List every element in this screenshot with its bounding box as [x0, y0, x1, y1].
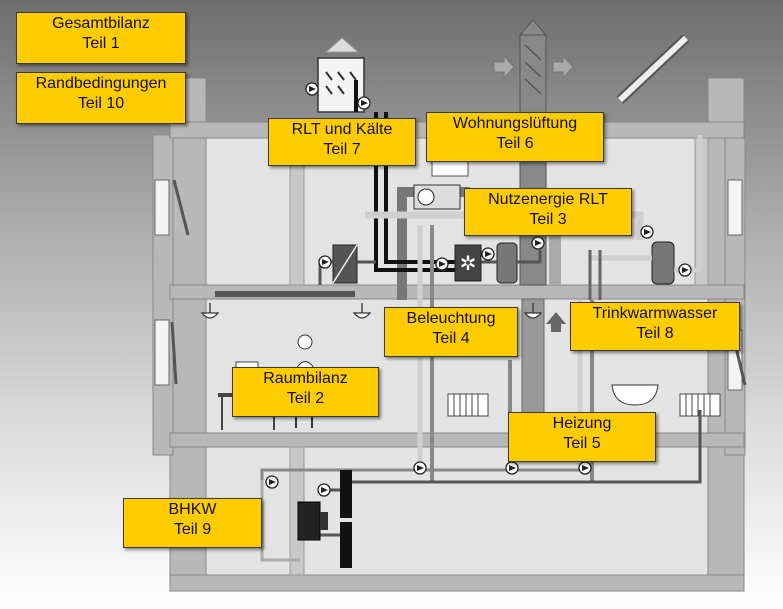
ground-floor-slab: [169, 432, 745, 448]
label-bhkw: BHKW Teil 9: [123, 498, 262, 548]
cooling-coil: [454, 244, 482, 282]
label-part: Teil 2: [286, 390, 325, 407]
heating-pipe: [481, 250, 542, 264]
label-heizung: Heizung Teil 5: [508, 412, 656, 462]
label-part: Teil 5: [563, 435, 601, 452]
sink: [611, 384, 659, 406]
airflow-arrow: [546, 312, 566, 332]
heating-coil-tank: [496, 242, 518, 284]
label-part: Teil 9: [173, 521, 212, 538]
snowflake-icon: ✲: [460, 251, 477, 275]
label-beleuchtung: Beleuchtung Teil 4: [384, 307, 518, 357]
fan-icon: [417, 188, 435, 206]
ceiling-beam: [215, 291, 355, 297]
label-raumbilanz: Raumbilanz Teil 2: [232, 367, 379, 417]
label-nutzenergie-rlt: Nutzenergie RLT Teil 3: [464, 188, 632, 236]
label-part: Teil 10: [77, 95, 125, 112]
label-title: RLT und Kälte: [291, 121, 393, 138]
label-randbedingungen: Randbedingungen Teil 10: [16, 72, 186, 124]
label-part: Teil 6: [496, 135, 534, 152]
supply-air-duct: [365, 211, 644, 240]
chp-unit: [297, 501, 321, 541]
window: [154, 179, 190, 236]
label-title: Beleuchtung: [406, 310, 496, 327]
label-gesamtbilanz: Gesamtbilanz Teil 1: [16, 12, 186, 64]
label-rlt-kaelte: RLT und Kälte Teil 7: [268, 118, 416, 166]
label-title: Gesamtbilanz: [52, 15, 150, 32]
airflow-arrow: [552, 54, 574, 80]
ventilation-unit: [413, 184, 461, 210]
label-title: Randbedingungen: [35, 75, 167, 92]
heating-circuit-pipe: [260, 462, 594, 480]
window: [727, 179, 743, 236]
chp-connector: [320, 512, 328, 530]
label-part: Teil 4: [432, 330, 470, 347]
label-part: Teil 8: [636, 325, 674, 342]
airflow-arrow: [493, 54, 515, 80]
label-part: Teil 1: [82, 35, 120, 52]
label-title: Nutzenergie RLT: [488, 191, 608, 208]
basement-slab: [169, 574, 745, 592]
hot-water-tank: [651, 241, 675, 285]
dhw-pipe: [588, 250, 602, 300]
label-title: Heizung: [552, 415, 612, 432]
label-title: Raumbilanz: [263, 370, 348, 387]
label-wohnungslueftung: Wohnungslüftung Teil 6: [426, 112, 604, 162]
buffer-tank: [340, 522, 352, 568]
heating-circuit-pipe: [260, 480, 300, 562]
label-title: Trinkwarmwasser: [592, 305, 718, 322]
solar-collector: [616, 34, 690, 104]
buffer-tank: [340, 470, 352, 518]
window: [154, 319, 178, 386]
label-part: Teil 7: [323, 141, 361, 158]
radiator: [447, 393, 489, 417]
label-trinkwarmwasser: Trinkwarmwasser Teil 8: [570, 302, 740, 351]
label-title: Wohnungslüftung: [452, 115, 578, 132]
label-title: BHKW: [168, 501, 217, 518]
label-part: Teil 3: [529, 211, 567, 228]
